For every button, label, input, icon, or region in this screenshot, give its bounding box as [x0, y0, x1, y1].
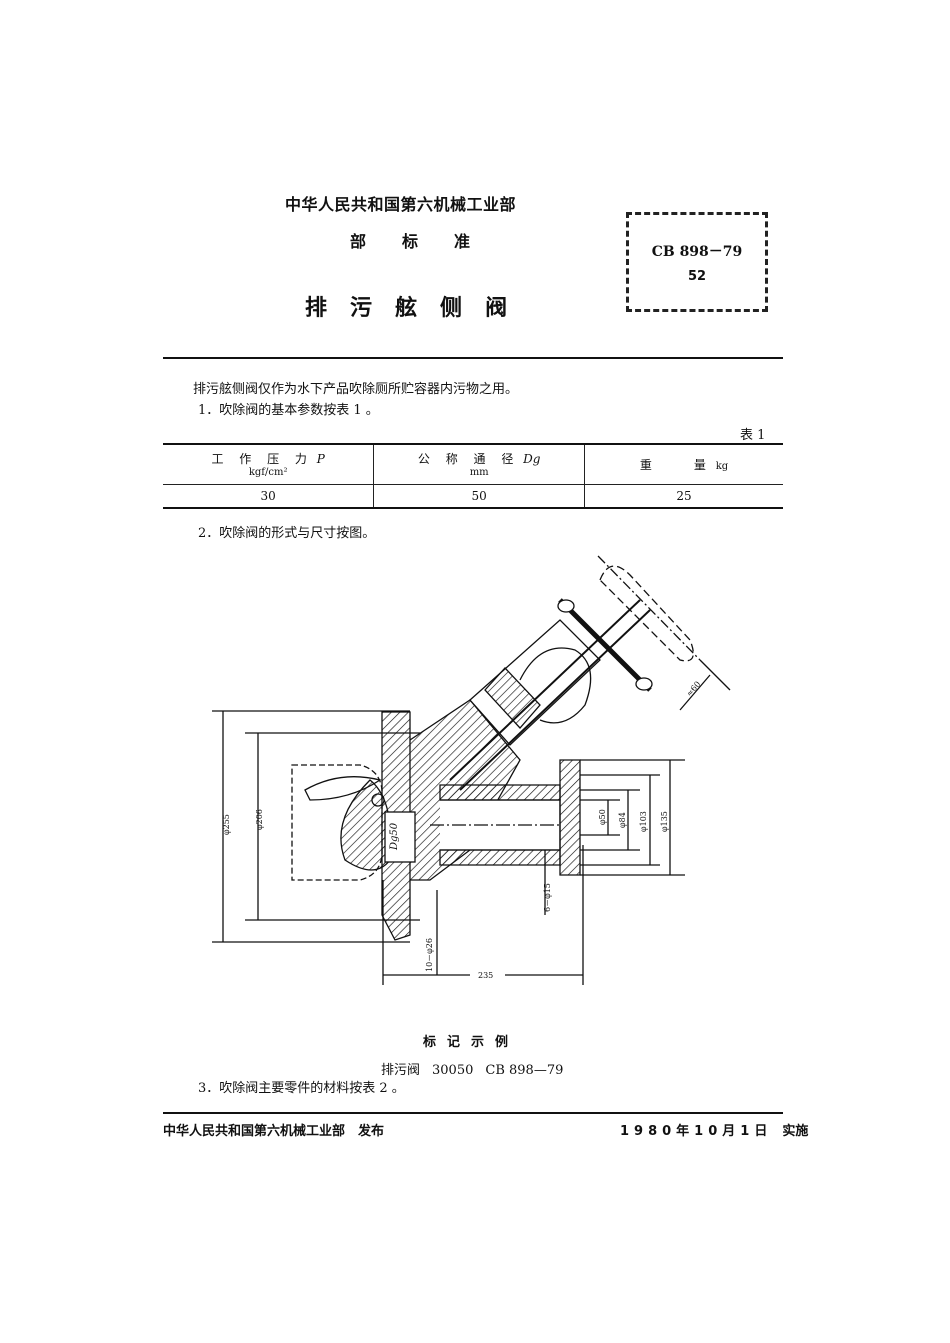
mark-title-char: 标: [423, 1035, 437, 1050]
dim-dg50: Dg50: [389, 822, 400, 851]
dim-d135: φ135: [660, 811, 669, 832]
effective-date: 1980年10月1日实施: [620, 1120, 808, 1139]
dim-d84: φ84: [618, 812, 627, 828]
dim-d50: φ50: [598, 809, 607, 825]
dim-d206: φ206: [255, 809, 264, 830]
standard-type-char: 准: [454, 232, 471, 251]
dim-holes-26: 10－φ26: [425, 938, 434, 972]
intro-paragraph: 排污舷侧阀仅作为水下产品吹除厕所贮容器内污物之用。: [193, 382, 519, 397]
title-char: 排: [305, 296, 328, 321]
marking-example: 排污阀 30050 CB 898—79: [381, 1059, 575, 1078]
ministry-name: 中华人民共和国第六机械工业部: [285, 195, 517, 214]
cell-pressure: 30: [260, 488, 276, 503]
table-caption: 表 1: [740, 428, 766, 443]
table-row: 30 50 25: [163, 484, 783, 508]
title-char: 侧: [440, 296, 463, 321]
standard-type: 部标准: [350, 228, 506, 252]
date: 1980年10月1日: [620, 1124, 773, 1139]
clause-2: 2．吹除阀的形式与尺寸按图。: [198, 526, 376, 541]
valve-drawing: φ255 φ206 Dg50 φ50 φ84 φ103 φ135 6－φ15 1…: [212, 555, 731, 985]
standard-type-char: 标: [402, 232, 419, 251]
standard-number: 52: [687, 269, 707, 284]
clause-3: 3．吹除阀主要零件的材料按表 2 。: [198, 1081, 405, 1096]
dim-d103: φ103: [639, 811, 648, 832]
dim-approx-60: ≈60: [685, 680, 703, 699]
document-title: 排污舷侧阀: [305, 290, 530, 322]
mark-title-char: 记: [447, 1035, 461, 1050]
cell-diameter: 50: [373, 484, 585, 508]
dim-holes-15: 6－φ15: [543, 883, 552, 912]
mark-standard: CB 898—79: [485, 1063, 564, 1078]
mark-product: 排污阀: [381, 1063, 421, 1078]
parameters-table: 工 作 压 力 P kgf/cm² 公 称 通 径 Dg mm 重 量 kg 3…: [163, 443, 783, 509]
dim-d255: φ255: [222, 814, 231, 835]
title-char: 舷: [395, 296, 418, 321]
dim-length-235: 235: [478, 971, 493, 980]
mark-spec: 30050: [432, 1063, 474, 1078]
standard-code-box: CB 898－79 52: [626, 212, 768, 312]
standard-type-char: 部: [350, 232, 367, 251]
marking-example-title: 标记示例: [423, 1031, 519, 1050]
standard-code: CB 898－79: [651, 244, 743, 260]
issuer: 中华人民共和国第六机械工业部 发布: [163, 1124, 385, 1139]
col-nominal-diameter: 公 称 通 径 Dg mm: [373, 444, 585, 484]
clause-1: 1．吹除阀的基本参数按表 1 。: [198, 403, 379, 418]
mark-title-char: 例: [495, 1035, 509, 1050]
title-char: 污: [350, 296, 373, 321]
title-char: 阀: [485, 296, 508, 321]
footer-divider: [163, 1112, 783, 1114]
cell-weight: 25: [584, 484, 783, 508]
effective-label: 实施: [782, 1124, 809, 1139]
col-weight: 重 量 kg: [584, 444, 783, 484]
header-divider: [163, 357, 783, 359]
col-pressure: 工 作 压 力 P kgf/cm²: [211, 452, 325, 479]
mark-title-char: 示: [471, 1035, 485, 1050]
